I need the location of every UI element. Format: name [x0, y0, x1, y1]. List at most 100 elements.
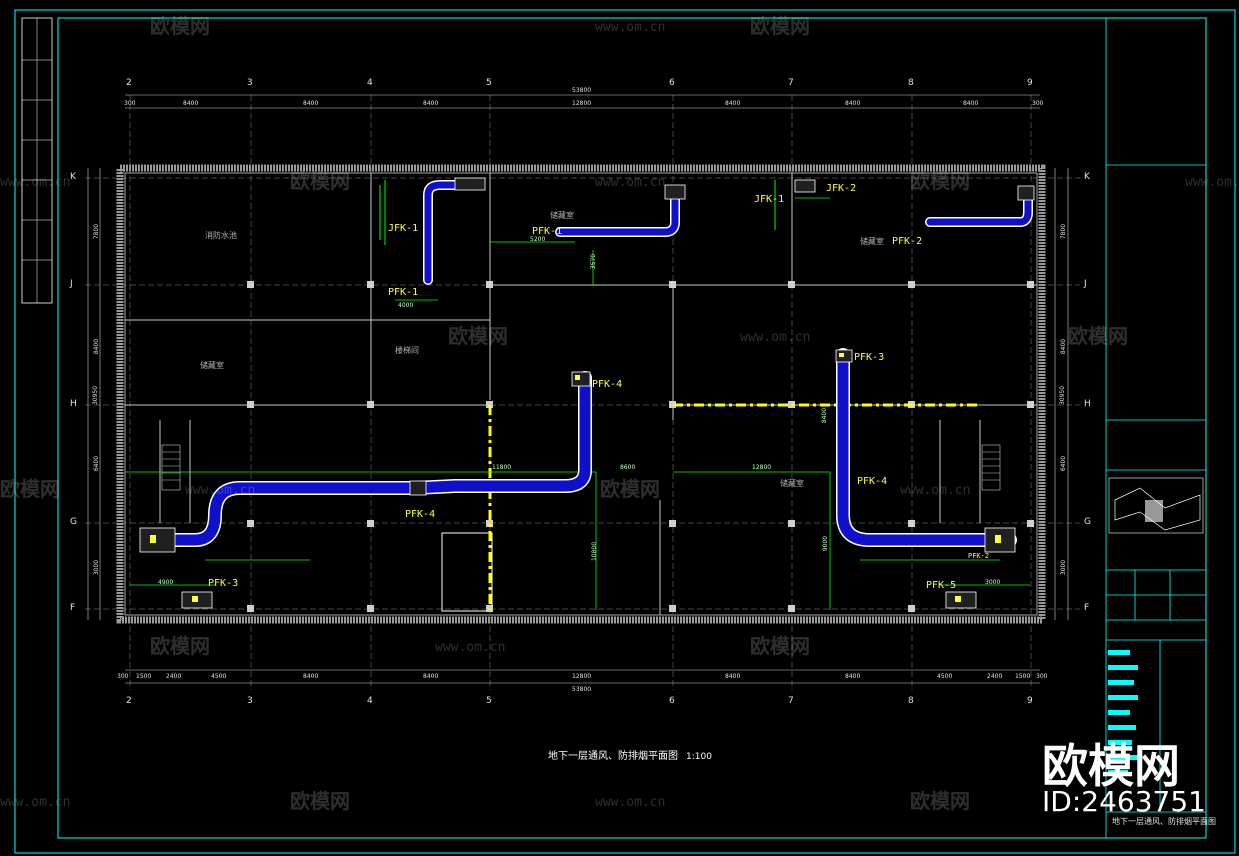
- watermark-url: www.om.cn: [740, 330, 811, 345]
- title-block-fill: [1108, 650, 1138, 775]
- smoke-partition: [488, 403, 980, 610]
- axis-col-6-top: 6: [669, 78, 675, 88]
- dim-bottom-seg: 8400: [845, 673, 861, 680]
- watermark-url: www.om.cn: [595, 175, 666, 190]
- watermark-url: www.om.cn: [595, 20, 666, 35]
- drawing-scale: 1:100: [686, 752, 712, 762]
- dim-bottom-seg: 8400: [303, 673, 319, 680]
- dim-right-seg: 7800: [1060, 223, 1068, 240]
- equipment-tag-pfk3: PFK-3: [208, 578, 239, 589]
- axis-col-7-bottom: 7: [788, 696, 794, 706]
- dim-bottom-seg: 12800: [572, 673, 592, 680]
- dim-inner: 4000: [398, 302, 414, 309]
- dim-bottom-seg: 300: [1036, 673, 1048, 680]
- axis-col-3-bottom: 3: [247, 696, 253, 706]
- axis-row-H-left: H: [70, 399, 77, 409]
- brand-watermark: 欧模网: [1042, 739, 1180, 793]
- axis-row-F-right: F: [1084, 603, 1090, 613]
- dim-bottom-seg: 1500: [136, 673, 152, 680]
- outer-wall: [116, 164, 1046, 624]
- axis-col-9-top: 9: [1027, 78, 1033, 88]
- axis-col-5-bottom: 5: [486, 696, 492, 706]
- axis-row-F-left: F: [70, 603, 76, 613]
- drawing-frame: [57, 17, 1207, 839]
- axis-col-8-top: 8: [908, 78, 914, 88]
- watermark-text: 欧模网: [290, 789, 350, 813]
- equipment-tag-jfk1: JFK-1: [754, 194, 785, 205]
- dim-top-total: 53800: [572, 87, 592, 94]
- leader-lines: [125, 197, 1030, 610]
- equipment-tag-pfk3: PFK-3: [854, 352, 885, 363]
- equipment-tag-pfk4: PFK-4: [592, 379, 623, 390]
- equipment-tag-pfk2: PFK-2: [968, 552, 990, 560]
- key-plan: [1108, 477, 1204, 534]
- dim-inner: 12800: [752, 464, 772, 471]
- equipment-tag-pfk4: PFK-4: [405, 509, 436, 520]
- dim-top-seg: 8400: [725, 100, 741, 107]
- dim-right-total: 30950: [1059, 385, 1067, 406]
- dim-inner: 3000: [985, 579, 1001, 586]
- axis-col-9-bottom: 9: [1027, 696, 1033, 706]
- watermark-text: 欧模网: [750, 14, 810, 38]
- watermark-text: 欧模网: [150, 14, 210, 38]
- dim-top-seg: 8400: [183, 100, 199, 107]
- dim-top-seg: 8400: [423, 100, 439, 107]
- dim-top-seg: 12800: [572, 100, 592, 107]
- sheet-frame: [14, 9, 1236, 854]
- watermark-text: 欧模网: [0, 477, 60, 501]
- axis-col-3-top: 3: [247, 78, 253, 88]
- watermark-text: 欧模网: [290, 169, 350, 193]
- room-label: 储藏室: [550, 211, 574, 220]
- title-block: [1105, 17, 1207, 839]
- equipment-tag-jfk2: JFK-2: [826, 183, 857, 194]
- watermark-url: www.om.cn: [185, 483, 256, 498]
- sheet-caption: 地下一层通风、防排烟平面图: [1112, 817, 1216, 826]
- axis-col-4-top: 4: [367, 78, 373, 88]
- room-label: 楼梯间: [395, 346, 419, 355]
- dimension-lines: [87, 94, 1069, 684]
- watermark-text: 欧模网: [910, 169, 970, 193]
- dim-right-seg: 6400: [1060, 455, 1068, 472]
- ducts: [143, 180, 1033, 547]
- watermark-text: 欧模网: [1068, 324, 1128, 348]
- dim-left-seg: 8400: [93, 338, 101, 355]
- stair-left: [161, 444, 181, 491]
- equipment-tag-pfk1: PFK-1: [532, 226, 563, 237]
- dim-top-seg: 8400: [845, 100, 861, 107]
- columns: [247, 281, 1034, 612]
- dim-right-seg: 3000: [1060, 559, 1068, 576]
- dim-right-seg: 8400: [1060, 338, 1068, 355]
- dim-inner: 10800: [591, 541, 599, 562]
- dim-bottom-seg: 2400: [166, 673, 182, 680]
- watermark-text: 欧模网: [910, 789, 970, 813]
- dim-top-seg: 300: [124, 100, 136, 107]
- axis-row-G-right: G: [1084, 517, 1091, 527]
- watermark-text: 欧模网: [750, 634, 810, 658]
- dim-inner: 8600: [620, 464, 636, 471]
- axis-row-G-left: G: [70, 517, 77, 527]
- watermark-text: 欧模网: [448, 324, 508, 348]
- axis-col-2-top: 2: [126, 78, 132, 88]
- equipment-tag-pfk2: PFK-2: [892, 236, 923, 247]
- dim-inner: 5200: [530, 236, 546, 243]
- axis-row-J-left: J: [70, 279, 73, 289]
- dim-inner: 4900: [158, 579, 174, 586]
- watermark-url: www.om.cn: [435, 640, 506, 655]
- dim-left-seg: 6400: [93, 455, 101, 472]
- dim-left-seg: 3000: [93, 559, 101, 576]
- equipment-tag-pfk4: PFK-4: [857, 476, 888, 487]
- watermark-text: 欧模网: [150, 634, 210, 658]
- dim-inner: 3570: [590, 253, 598, 270]
- axis-col-8-bottom: 8: [908, 696, 914, 706]
- axis-row-K-right: K: [1084, 172, 1090, 182]
- dim-top-seg: 8400: [963, 100, 979, 107]
- dim-bottom-seg: 4500: [211, 673, 227, 680]
- axis-col-2-bottom: 2: [126, 696, 132, 706]
- watermark-url: www.om.cn: [0, 795, 71, 810]
- dim-top-seg: 300: [1032, 100, 1044, 107]
- room-label: 消防水池: [205, 231, 237, 240]
- equipment-tag-jfk1: JFK-1: [388, 223, 419, 234]
- dim-left-total: 30950: [92, 385, 100, 406]
